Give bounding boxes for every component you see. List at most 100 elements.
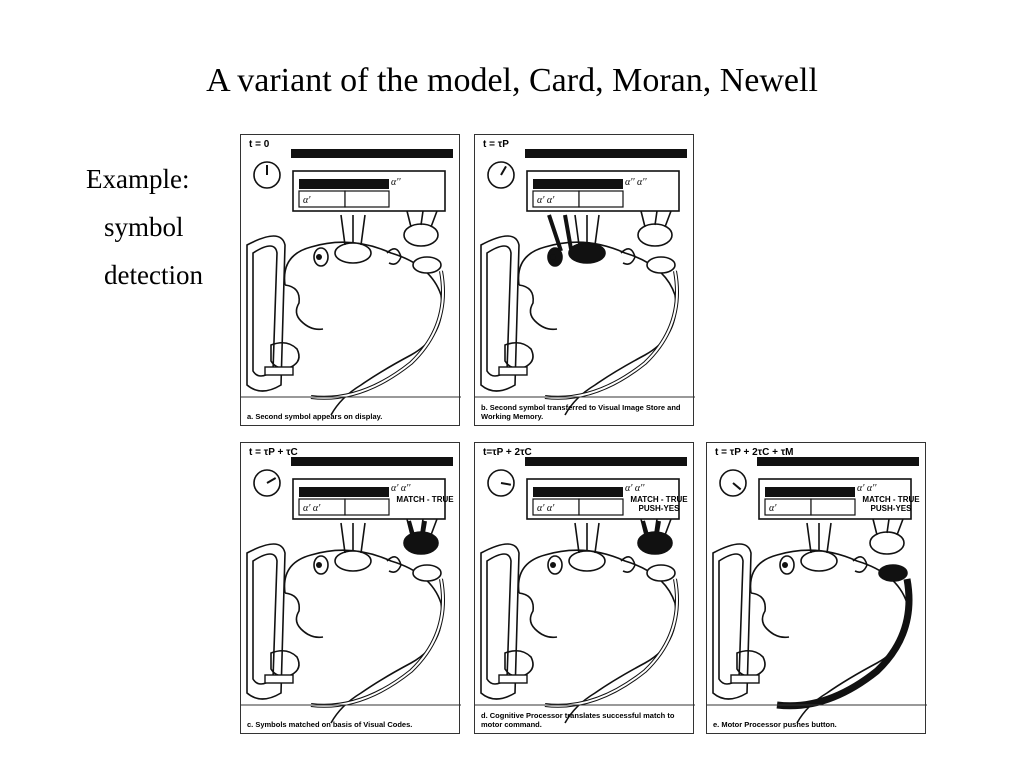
perceptual-processor [800,550,838,572]
perceptual-channels [806,522,832,554]
working-store-cell [578,498,624,516]
pupil [316,254,322,260]
display-bar [757,457,919,466]
perceptual-processor [334,550,372,572]
panel-caption: b. Second symbol transferred to Visual I… [481,403,681,421]
motor-pathway-inner [544,270,678,399]
display-bar [291,149,453,158]
perceptual-channels [574,522,600,554]
ear-icon [620,248,636,265]
motor-pathway [776,578,913,710]
push-button [498,366,528,376]
working-store-bar [345,179,389,189]
hand-icon [504,649,534,677]
perceptual-processor [334,242,372,264]
panel-caption: c. Symbols matched on basis of Visual Co… [247,720,413,729]
processor-illustration [475,149,695,416]
monitor-icon [712,543,752,700]
perceptual-processor [568,550,606,572]
processor-illustration [241,457,461,724]
store-left-symbols: α' α' [303,503,321,514]
panel-caption: e. Motor Processor pushes button. [713,720,837,729]
panel-caption: d. Cognitive Processor translates succes… [481,711,675,729]
example-line-3: detection [104,260,203,290]
processor-illustration [241,149,461,416]
clock-hand [500,165,507,176]
perceptual-channels [574,214,600,246]
store-right-symbols: α'' [391,177,401,188]
motor-processor [878,564,908,582]
cognitive-processor [869,531,905,555]
motor-processor [646,256,676,274]
monitor-screen [486,245,512,377]
example-label: Example: symbol detection [86,155,203,299]
motor-processor [646,564,676,582]
working-store-bar [579,487,623,497]
store-right-symbols: α' α'' [625,483,645,494]
motor-pathway-inner [310,270,444,399]
monitor-icon [246,235,286,392]
store-right-symbols: α' α'' [857,483,877,494]
panel-time-label: t = 0 [249,139,270,150]
motor-pathway [310,578,445,708]
panel-caption: a. Second symbol appears on display. [247,412,383,421]
panel-time-label: t = τP + τC [249,447,298,458]
store-left-symbols: α' α' [537,195,555,206]
display-bar [525,457,687,466]
ear-icon [386,556,402,573]
working-store-cell [344,190,390,208]
working-store-cell [810,498,856,516]
monitor-screen [486,553,512,685]
slide-title: A variant of the model, Card, Moran, New… [206,62,818,99]
motor-pathway-inner [544,578,678,707]
perceptual-channels [340,214,366,246]
display-bar [291,457,453,466]
working-store-bar [579,179,623,189]
motor-pathway-inner [777,579,909,706]
push-button [264,366,294,376]
processor-status: MATCH - TRUE PUSH-YES [862,495,920,513]
store-left-symbols: α' [303,195,311,206]
panel-a: t = 0 α' α'' a. Second symbol appears on… [240,134,461,426]
hand-icon [270,649,300,677]
clock-hand [732,482,742,491]
panel-e: t = τP + 2τC + τM α' α' α'' MATCH - TRUE… [706,442,927,734]
working-store-cell [578,190,624,208]
panel-time-label: t=τP + 2τC [483,447,532,458]
match-arrow [407,520,427,536]
pupil [550,562,556,568]
ear-icon [386,248,402,265]
motor-pathway [544,270,679,400]
cognitive-channels [872,518,904,536]
ear-icon [620,556,636,573]
cognitive-processor [403,531,439,555]
visual-store-bar [765,487,811,497]
panel-time-label: t = τP + 2τC + τM [715,447,794,458]
store-right-symbols: α' α'' [391,483,411,494]
example-line-1: Example: [86,164,190,194]
panel-time-label: t = τP [483,139,509,150]
panel-c: t = τP + τC α' α' α' α'' MATCH - TRUE c.… [240,442,461,734]
monitor-screen [718,553,744,685]
panel-b: t = τP α' α' α'' α'' b. Second symbol tr… [474,134,695,426]
monitor-icon [480,235,520,392]
example-line-2: symbol [104,212,184,242]
cognitive-processor [637,223,673,247]
cognitive-channels [640,210,672,228]
working-store-cell [344,498,390,516]
push-button [498,674,528,684]
monitor-icon [480,543,520,700]
working-store-bar [345,487,389,497]
store-left-symbols: α' [769,503,777,514]
pupil [782,562,788,568]
pupil [316,562,322,568]
processor-illustration [707,457,927,724]
monitor-icon [246,543,286,700]
face-profile [518,284,558,331]
motor-pathway [544,578,679,708]
processor-illustration [475,457,695,724]
cognitive-channels [406,210,438,228]
motor-processor [412,256,442,274]
match-arrow [641,520,661,536]
visual-store-bar [533,487,579,497]
